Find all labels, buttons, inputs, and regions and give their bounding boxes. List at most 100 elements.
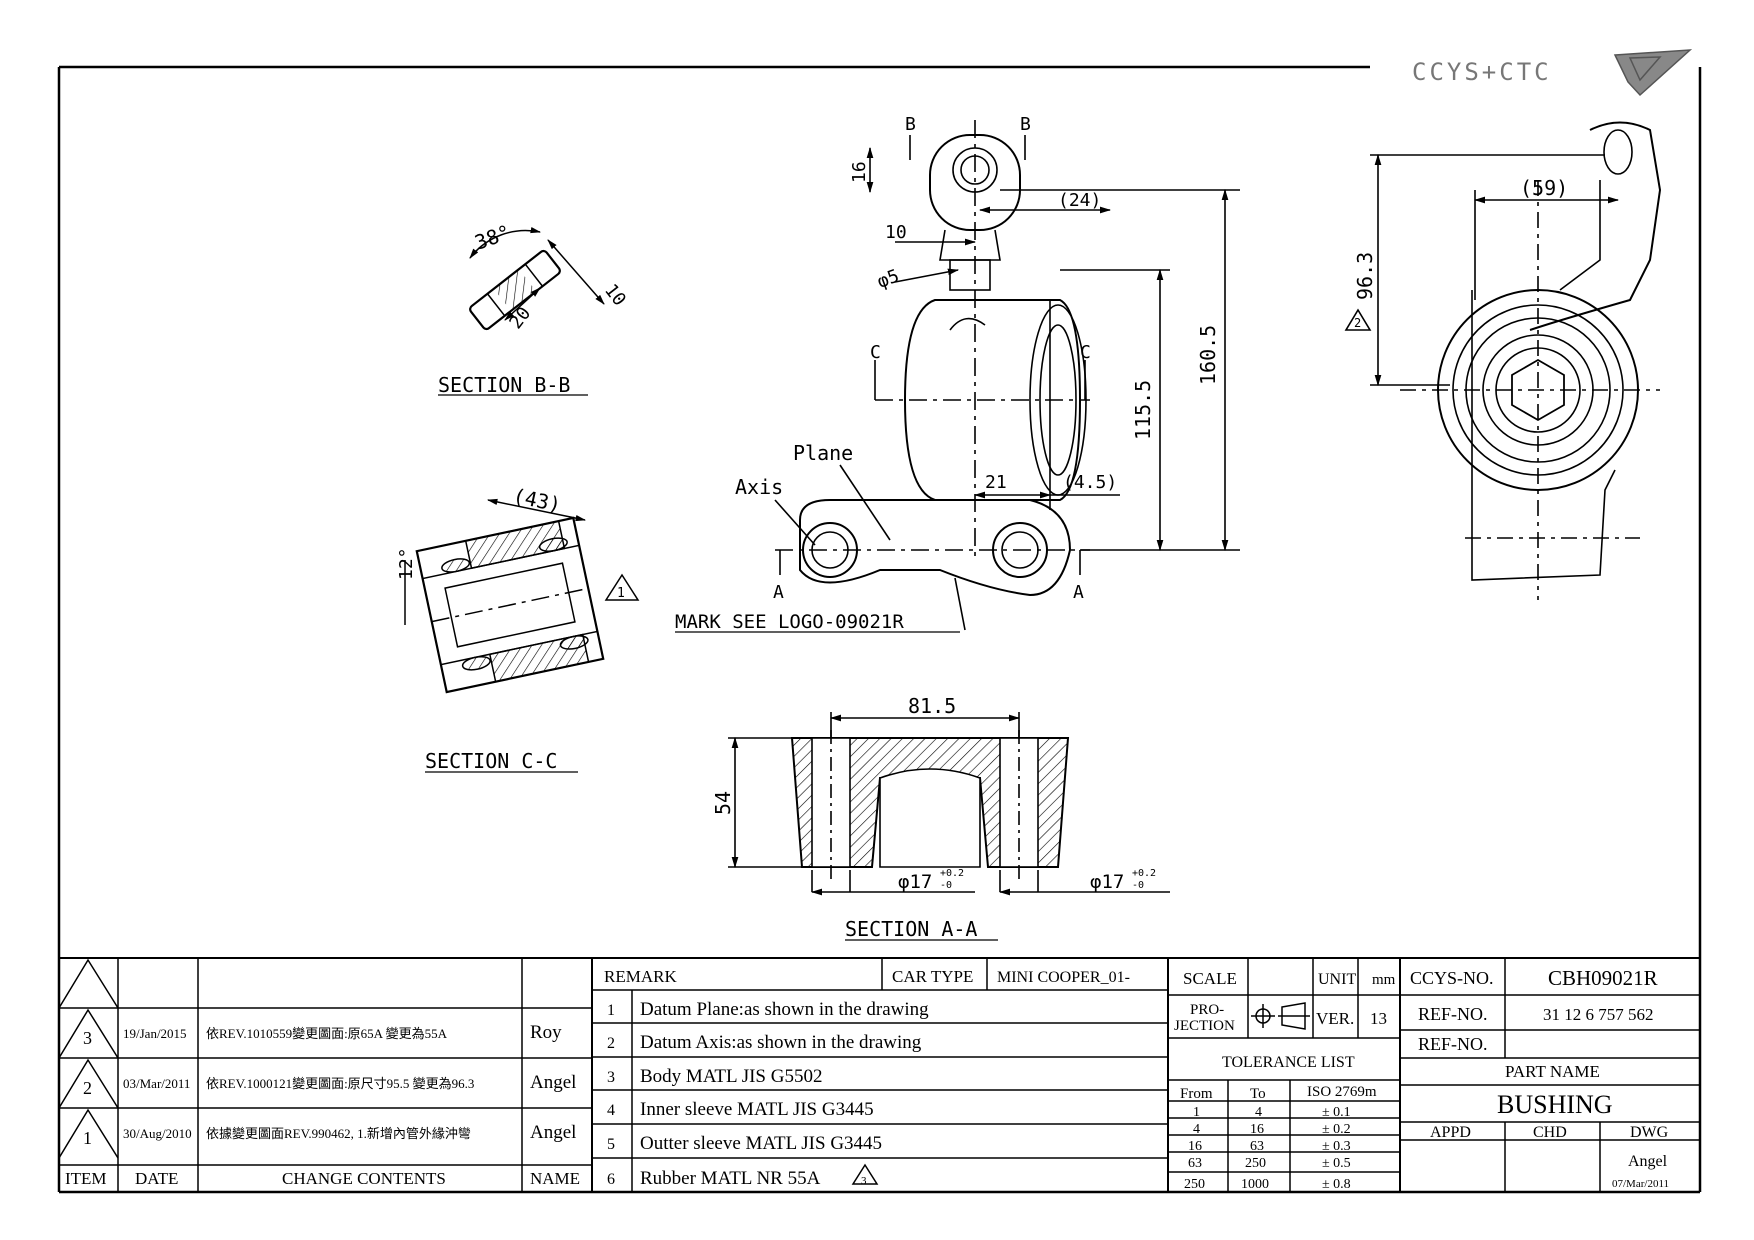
- front-dim-10: 10: [885, 222, 907, 243]
- section-aa-dim-81-5: 81.5: [908, 694, 956, 718]
- rev-3-date: 19/Jan/2015: [123, 1026, 187, 1041]
- section-bb-angle: 38°: [472, 220, 514, 255]
- rev-1-date: 30/Aug/2010: [123, 1126, 192, 1141]
- rev-3-name: Roy: [530, 1022, 562, 1043]
- remark-2-no: 2: [607, 1035, 615, 1052]
- appd-label: APPD: [1430, 1124, 1471, 1141]
- tol-3-to: 63: [1250, 1139, 1264, 1154]
- front-dim-160-5: 160.5: [1196, 325, 1220, 385]
- remark-label: REMARK: [604, 967, 677, 986]
- section-cc-dim-43: (43): [511, 483, 563, 516]
- section-aa-dim-54: 54: [711, 791, 735, 815]
- front-dim-phi5: φ5: [875, 266, 903, 293]
- front-dim-16: 16: [849, 161, 870, 183]
- front-view: [675, 120, 1240, 633]
- dwg-label: DWG: [1630, 1124, 1669, 1141]
- chd-label: CHD: [1533, 1124, 1567, 1141]
- rev-2-contents: 依REV.1000121變更圖面:原尺寸95.5 變更為96.3: [206, 1076, 474, 1091]
- front-dim-21: 21: [985, 472, 1007, 493]
- ccys-value: CBH09021R: [1548, 966, 1658, 990]
- front-plane-label: Plane: [793, 441, 853, 465]
- dwg-name: Angel: [1628, 1153, 1668, 1170]
- tol-3-from: 16: [1188, 1139, 1202, 1154]
- rev-2-item: 2: [83, 1078, 92, 1098]
- front-c-right: C: [1080, 342, 1091, 363]
- front-dim-24: (24): [1058, 190, 1101, 211]
- remark-2-text: Datum Axis:as shown in the drawing: [640, 1032, 922, 1053]
- ref1-label: REF-NO.: [1418, 1004, 1488, 1024]
- ver-label: VER.: [1316, 1009, 1354, 1028]
- car-type-value: MINI COOPER_01-: [997, 969, 1130, 986]
- tol-header-to: To: [1250, 1086, 1266, 1102]
- rev-header-contents: CHANGE CONTENTS: [282, 1169, 446, 1188]
- section-cc-angle: 12°: [396, 547, 417, 580]
- remark-5-no: 5: [607, 1136, 615, 1153]
- tol-3-tol: ± 0.3: [1322, 1139, 1351, 1154]
- remark-1-text: Datum Plane:as shown in the drawing: [640, 999, 929, 1020]
- dwg-date: 07/Mar/2011: [1612, 1178, 1669, 1190]
- unit-label: UNIT: [1318, 971, 1356, 988]
- tol-1-from: 1: [1193, 1105, 1200, 1120]
- section-aa-tol-right-upper: +0.2: [1132, 868, 1156, 879]
- remark-3-text: Body MATL JIS G5502: [640, 1066, 822, 1087]
- section-aa-view: [728, 712, 1170, 941]
- section-aa-tol-left-lower: -0: [940, 880, 952, 891]
- tolerance-title: TOLERANCE LIST: [1222, 1054, 1355, 1071]
- remark-4-text: Inner sleeve MATL JIS G3445: [640, 1099, 874, 1120]
- front-b-left: B: [905, 114, 916, 135]
- section-aa-labels: 81.5 54 φ17 +0.2 -0 φ17 +0.2 -0 SECTION …: [711, 694, 1156, 941]
- ref2-label: REF-NO.: [1418, 1034, 1488, 1054]
- ver-value: 13: [1370, 1009, 1387, 1028]
- remark-5-text: Outter sleeve MATL JIS G3445: [640, 1133, 882, 1154]
- unit-value: mm: [1372, 972, 1396, 988]
- rev-3-contents: 依REV.1010559變更圖面:原65A 變更為55A: [206, 1026, 448, 1041]
- front-view-labels: B B C C A A 16 (24) 10 φ5 160.5 115.5 21…: [675, 114, 1220, 633]
- remark-6-no: 6: [607, 1171, 615, 1188]
- tol-1-tol: ± 0.1: [1322, 1105, 1351, 1120]
- section-bb-title: SECTION B-B: [438, 373, 570, 397]
- tol-2-to: 16: [1250, 1122, 1264, 1137]
- company-logo: CCYS+CTC: [1412, 49, 1693, 97]
- ccys-label: CCYS-NO.: [1410, 968, 1494, 988]
- front-a-right: A: [1073, 582, 1084, 603]
- remark-3-no: 3: [607, 1069, 615, 1086]
- side-rev-mark: 2: [1354, 316, 1361, 330]
- side-dim-59: (59): [1520, 176, 1568, 200]
- section-cc-rev-mark: 1: [617, 586, 625, 601]
- tol-5-to: 1000: [1241, 1177, 1269, 1192]
- revision-table: 3 19/Jan/2015 依REV.1010559變更圖面:原65A 變更為5…: [65, 1022, 580, 1188]
- title-block-info: CCYS-NO. CBH09021R REF-NO. 31 12 6 757 5…: [1410, 966, 1669, 1190]
- section-bb-dim-10: 10: [600, 280, 630, 310]
- front-mark-label: MARK SEE LOGO-09021R: [675, 611, 904, 633]
- section-aa-tol-left-upper: +0.2: [940, 868, 964, 879]
- rev-1-name: Angel: [530, 1122, 576, 1143]
- remark-1-no: 1: [607, 1002, 615, 1019]
- front-a-left: A: [773, 582, 784, 603]
- projection-label-1: PRO-: [1190, 1002, 1224, 1018]
- logo-swoosh-icon: [1613, 49, 1693, 97]
- rev-1-contents: 依據變更圖面REV.990462, 1.新增內管外緣沖彎: [206, 1126, 471, 1141]
- side-view-labels: (59) 96.3 2: [1353, 176, 1568, 330]
- sheet-border: [57, 65, 1702, 1194]
- ref1-value: 31 12 6 757 562: [1543, 1005, 1654, 1024]
- title-block-grid: [58, 957, 1700, 1192]
- remark-6-text: Rubber MATL NR 55A: [640, 1168, 821, 1189]
- rev-header-date: DATE: [135, 1169, 178, 1188]
- front-c-left: C: [870, 342, 881, 363]
- scale-block: SCALE UNIT mm PRO- JECTION VER. 13 TOLER…: [1174, 969, 1396, 1192]
- side-view: [1344, 121, 1662, 600]
- tol-5-from: 250: [1184, 1177, 1205, 1192]
- tol-header-iso: ISO 2769m: [1307, 1084, 1377, 1100]
- tol-4-to: 250: [1245, 1156, 1266, 1171]
- remark-6-rev-mark: 3: [861, 1175, 867, 1187]
- rev-2-name: Angel: [530, 1072, 576, 1093]
- tol-2-tol: ± 0.2: [1322, 1122, 1351, 1137]
- tol-2-from: 4: [1193, 1122, 1200, 1137]
- front-axis-label: Axis: [735, 475, 783, 499]
- section-aa-tol-right-lower: -0: [1132, 880, 1144, 891]
- logo-text: CCYS+CTC: [1412, 58, 1552, 86]
- rev-2-date: 03/Mar/2011: [123, 1076, 190, 1091]
- tol-1-to: 4: [1255, 1105, 1262, 1120]
- tol-5-tol: ± 0.8: [1322, 1177, 1351, 1192]
